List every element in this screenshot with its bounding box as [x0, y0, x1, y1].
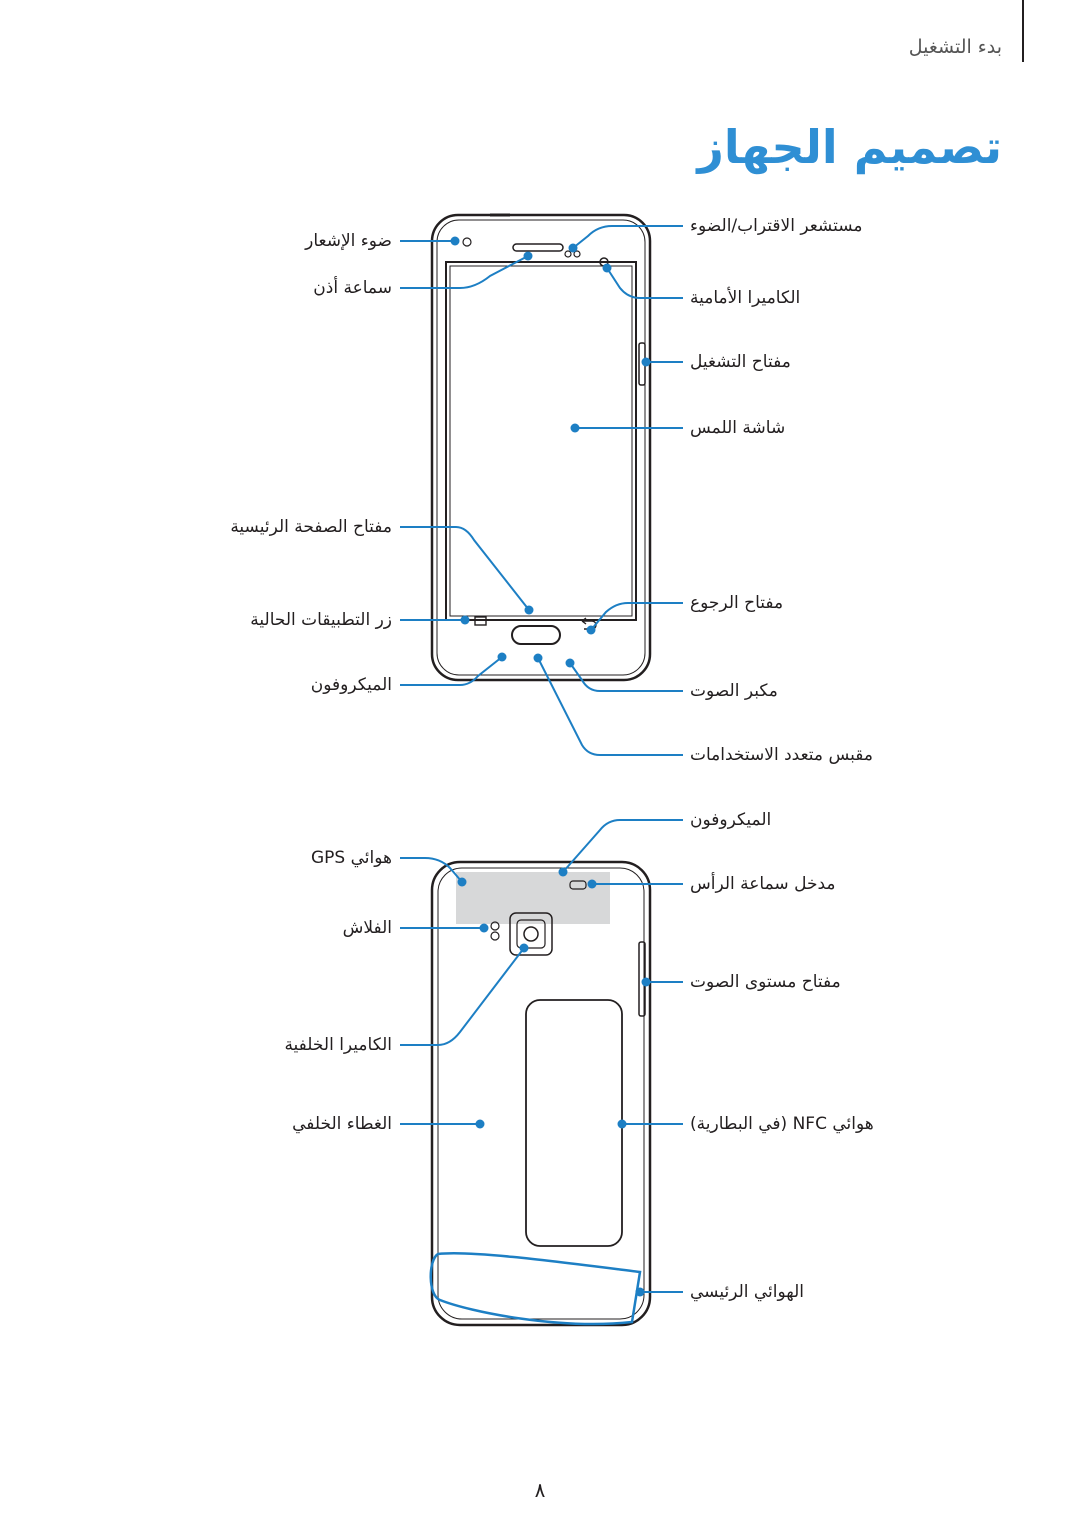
rear-camera-housing — [509, 912, 553, 956]
label-main-antenna: الهوائي الرئيسي — [690, 1282, 805, 1302]
page-number: ٨ — [534, 1478, 546, 1502]
callout-dots-front — [450, 236, 651, 668]
flash-led-2 — [490, 931, 500, 941]
label-back-key: مفتاح الرجوع — [690, 593, 784, 613]
earpiece-grille — [512, 243, 564, 252]
main-antenna-outline — [429, 1251, 642, 1326]
label-gps-antenna: هوائي GPS — [311, 848, 392, 868]
label-proximity-sensor: مستشعر الاقتراب/الضوء — [690, 216, 863, 236]
label-back-cover: الغطاء الخلفي — [292, 1114, 392, 1134]
nfc-antenna-outline — [525, 999, 623, 1247]
header-rule — [1022, 0, 1024, 62]
phone-back — [430, 860, 652, 1327]
label-headset-jack: مدخل سماعة الرأس — [690, 874, 836, 894]
label-recent-apps: زر التطبيقات الحالية — [250, 610, 392, 630]
callouts-back — [400, 819, 683, 1293]
label-nfc-antenna: هوائي NFC (في البطارية) — [690, 1114, 874, 1134]
label-light-sensor: ضوء الإشعار — [305, 231, 392, 251]
label-volume-key: مفتاح مستوى الصوت — [690, 972, 841, 992]
phone-front — [430, 213, 652, 682]
gps-antenna-area — [456, 872, 610, 924]
light-sensor-dot — [462, 237, 472, 247]
label-speaker: مكبر الصوت — [690, 681, 778, 701]
callout-dots-back — [457, 867, 651, 1297]
page-title: تصميم الجهاز — [697, 120, 1002, 174]
label-front-camera: الكاميرا الأمامية — [690, 288, 801, 308]
label-microphone-back: الميكروفون — [690, 810, 772, 830]
label-earpiece: سماعة أذن — [313, 278, 392, 298]
label-power-key: مفتاح التشغيل — [690, 352, 791, 372]
section-header: بدء التشغيل — [908, 36, 1002, 58]
label-microphone-front: الميكروفون — [310, 675, 392, 695]
label-home-key: مفتاح الصفحة الرئيسية — [230, 517, 392, 537]
home-key-shape — [511, 625, 561, 645]
label-touchscreen: شاشة اللمس — [690, 418, 786, 438]
recent-apps-icon — [474, 616, 487, 626]
callouts-front — [400, 225, 683, 756]
label-multipurpose-jack: مقبس متعدد الاستخدامات — [690, 745, 873, 765]
label-rear-camera: الكاميرا الخلفية — [284, 1035, 392, 1055]
label-flash: الفلاش — [342, 918, 392, 938]
flash-led-1 — [490, 921, 500, 931]
